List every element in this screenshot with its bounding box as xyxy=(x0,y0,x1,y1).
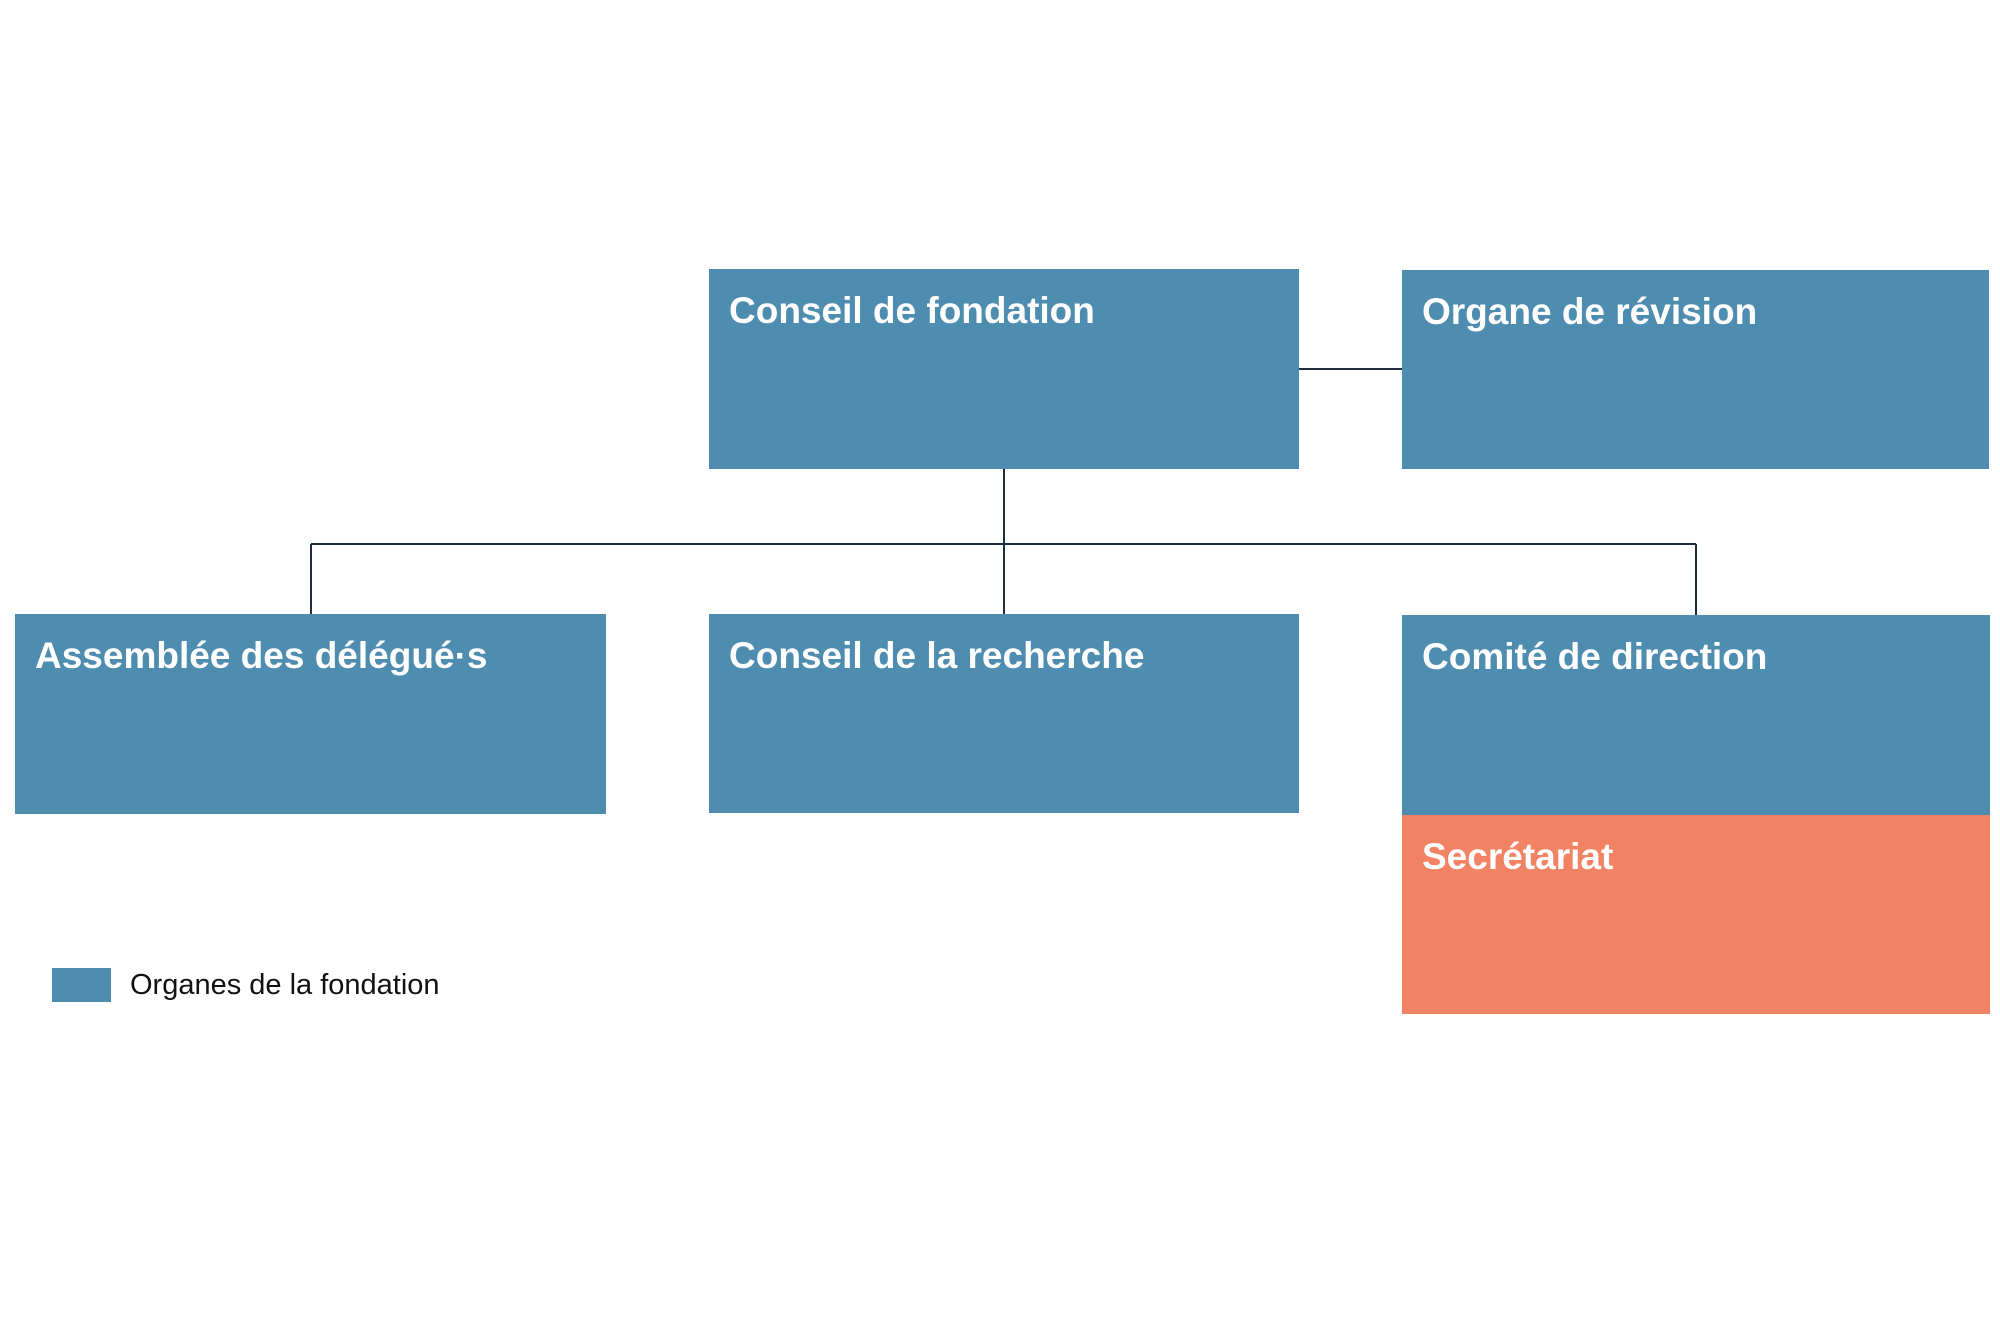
node-assemblee-des-delegues: Assemblée des délégué·s xyxy=(15,614,606,814)
node-comite-de-direction: Comité de direction xyxy=(1402,615,1990,815)
node-label: Comité de direction xyxy=(1422,636,1768,677)
node-label: Secrétariat xyxy=(1422,836,1614,877)
legend: Organes de la fondation xyxy=(52,968,440,1002)
node-conseil-de-fondation: Conseil de fondation xyxy=(709,269,1299,469)
node-label: Organe de révision xyxy=(1422,291,1758,332)
node-label: Conseil de la recherche xyxy=(729,635,1145,676)
node-label: Conseil de fondation xyxy=(729,290,1095,331)
node-secretariat: Secrétariat xyxy=(1402,815,1990,1014)
legend-swatch xyxy=(52,968,111,1002)
legend-label: Organes de la fondation xyxy=(130,968,440,1001)
node-conseil-de-la-recherche: Conseil de la recherche xyxy=(709,614,1299,813)
node-organe-de-revision: Organe de révision xyxy=(1402,270,1989,469)
node-label: Assemblée des délégué·s xyxy=(35,635,488,676)
